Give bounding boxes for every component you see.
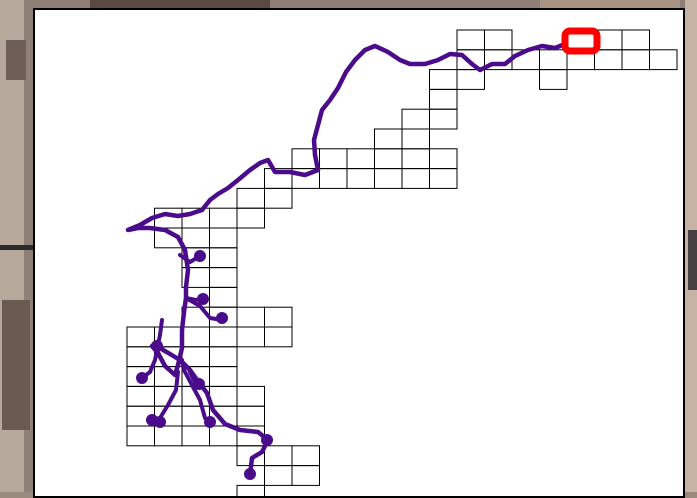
path-node-dot — [136, 372, 148, 384]
grid-cell — [622, 30, 650, 50]
path-node-dot — [204, 416, 216, 428]
path-node-dot — [154, 416, 166, 428]
path-node-dot — [244, 468, 256, 480]
path-layer — [128, 44, 565, 475]
grid-cell — [292, 446, 320, 466]
grid-cell — [265, 188, 293, 208]
grid-cell — [402, 169, 430, 189]
grid-cell — [402, 109, 430, 129]
grid-cell — [237, 188, 265, 208]
grid-cell — [210, 386, 238, 406]
goal-layer — [565, 31, 597, 51]
grid-cell — [210, 327, 238, 347]
path-node-dot — [197, 293, 209, 305]
grid-cell — [430, 89, 458, 109]
grid-cell — [430, 169, 458, 189]
grid-cell — [182, 327, 210, 347]
grid-cell — [650, 50, 678, 70]
path-node-dot — [194, 250, 206, 262]
goal-marker-icon[interactable] — [565, 31, 597, 51]
grid-cell — [457, 70, 485, 90]
grid-cell — [210, 268, 238, 288]
grid-cell — [430, 109, 458, 129]
grid-cell — [210, 248, 238, 268]
grid-cell — [210, 228, 238, 248]
grid-cell — [265, 327, 293, 347]
grid-cell — [485, 30, 513, 50]
grid-cell — [127, 386, 155, 406]
grid-cell — [347, 149, 375, 169]
grid-cell — [237, 307, 265, 327]
grid-cell — [375, 169, 403, 189]
path-node-dot — [261, 434, 273, 446]
grid-cell — [127, 327, 155, 347]
grid-cell — [155, 426, 183, 446]
grid-cell — [210, 287, 238, 307]
grid-cell — [595, 50, 623, 70]
grid-cell — [237, 406, 265, 426]
grid-cell — [292, 466, 320, 486]
grid-cell — [540, 50, 568, 70]
grid-cell — [347, 169, 375, 189]
grid-cell — [182, 426, 210, 446]
grid-cell — [237, 485, 265, 496]
grid-cell — [237, 327, 265, 347]
grid-cell — [430, 149, 458, 169]
grid-cell — [182, 228, 210, 248]
path-node-dot — [193, 378, 205, 390]
grid-cell — [237, 208, 265, 228]
grid-cell — [237, 386, 265, 406]
grid-cell — [210, 367, 238, 387]
path-node-dot — [151, 340, 163, 352]
grid-cell — [622, 50, 650, 70]
grid-cell — [540, 70, 568, 90]
grid-cell — [265, 446, 293, 466]
grid-cell — [127, 426, 155, 446]
path-node-dot — [216, 312, 228, 324]
grid-cell — [127, 347, 155, 367]
grid-cell — [210, 347, 238, 367]
maze-canvas — [35, 10, 683, 496]
grid-cell — [210, 208, 238, 228]
grid-cell — [430, 70, 458, 90]
grid-cell — [375, 149, 403, 169]
grid-cell — [320, 149, 348, 169]
grid-cell — [402, 149, 430, 169]
grid-cell — [265, 307, 293, 327]
grid-cell — [265, 466, 293, 486]
branch-path-line — [152, 372, 178, 420]
game-board[interactable] — [33, 8, 685, 498]
grid-cell — [375, 129, 403, 149]
grid-cell — [320, 169, 348, 189]
grid-cell — [457, 30, 485, 50]
grid-cell — [402, 129, 430, 149]
